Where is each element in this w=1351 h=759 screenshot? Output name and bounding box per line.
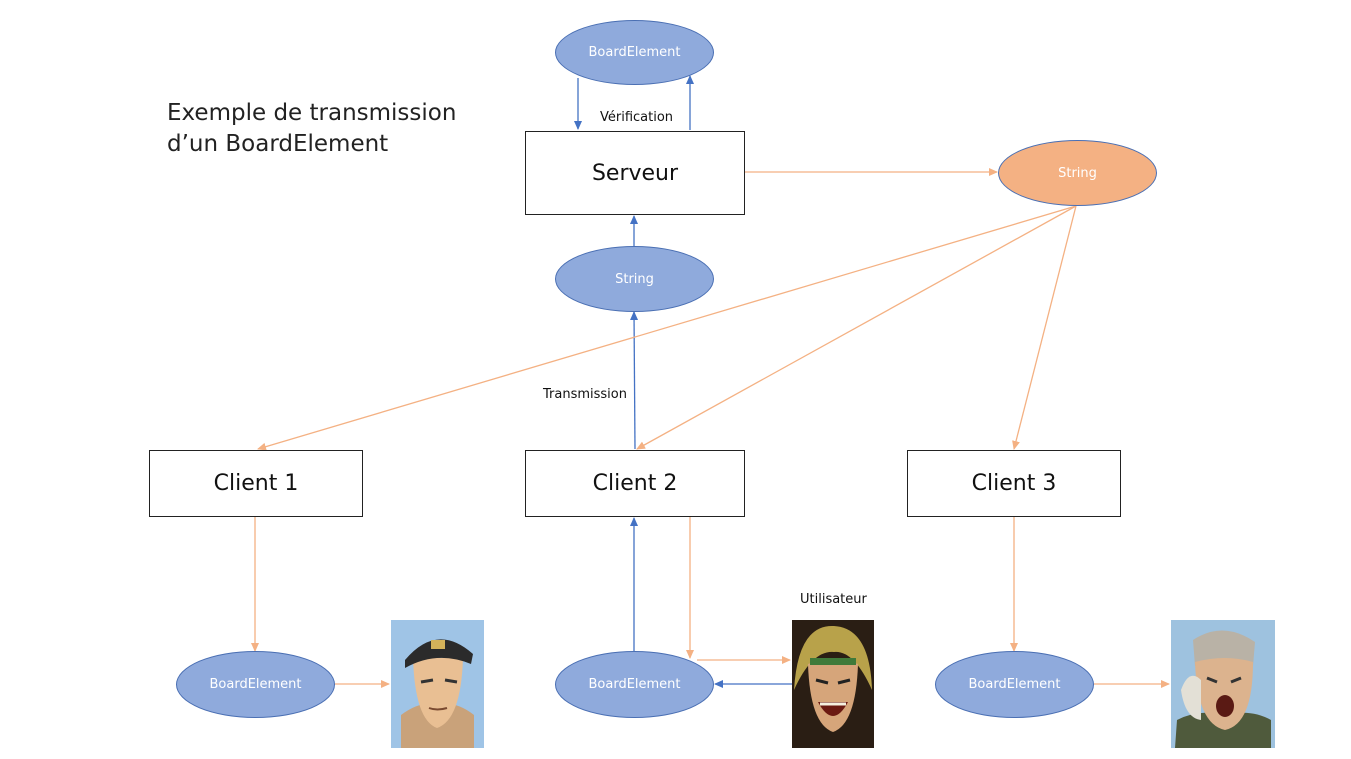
client-string-node: String xyxy=(555,246,714,312)
client-2-boardelement-node: BoardElement xyxy=(555,651,714,718)
client-3-node: Client 3 xyxy=(907,450,1121,517)
grey-man-avatar xyxy=(1171,620,1275,748)
diagram-title: Exemple de transmission d’un BoardElemen… xyxy=(167,98,456,160)
client-3-boardelement-node: BoardElement xyxy=(935,651,1094,718)
client-1-node: Client 1 xyxy=(149,450,363,517)
title-line-1: Exemple de transmission xyxy=(167,100,457,126)
verification-label: Vérification xyxy=(600,110,674,125)
arrow-string-to-client3 xyxy=(1012,205,1077,450)
capped-man-avatar xyxy=(391,620,484,748)
arrow-string-to-client2 xyxy=(636,205,1077,450)
blond-man-avatar xyxy=(792,620,874,748)
client-1-boardelement-node: BoardElement xyxy=(176,651,335,718)
utilisateur-label: Utilisateur xyxy=(800,592,867,607)
title-line-2: d’un BoardElement xyxy=(167,131,389,157)
top-boardelement-node: BoardElement xyxy=(555,20,714,85)
arrow-client2-to-string xyxy=(630,311,639,450)
arrow-string-to-client1 xyxy=(257,205,1077,451)
transmission-label: Transmission xyxy=(543,387,627,402)
client-2-node: Client 2 xyxy=(525,450,745,517)
server-string-node: String xyxy=(998,140,1157,206)
serveur-node: Serveur xyxy=(525,131,745,215)
